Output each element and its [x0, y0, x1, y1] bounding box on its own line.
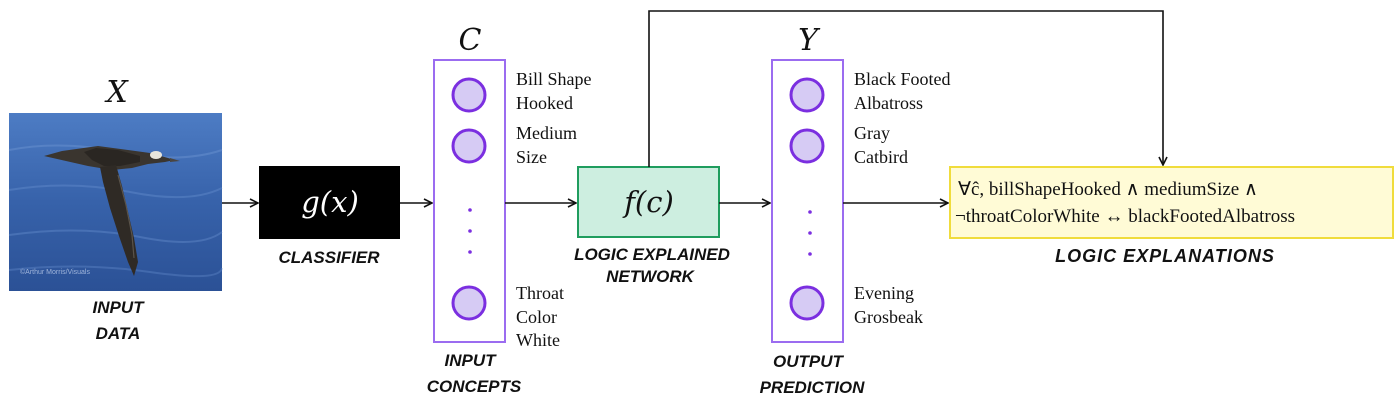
concept-ellipsis-dot [468, 250, 472, 254]
explanation-line2: ¬throatColorWhite ↔ blackFootedAlbatross [955, 206, 1295, 227]
output-ellipsis-dot [808, 210, 812, 214]
classifier-function: g(x) [301, 185, 359, 219]
classifier-caption: CLASSIFIER [278, 248, 380, 267]
len-caption-line2: NETWORK [606, 267, 696, 286]
output-ellipsis-dot [808, 231, 812, 235]
output-label-line: Black Footed [854, 69, 951, 89]
output-node-1 [791, 79, 823, 111]
bird-photo: ©Arthur Morris/Visuals [9, 113, 222, 291]
concept-node-3 [453, 287, 485, 319]
explanation-box [950, 167, 1393, 238]
concepts-caption-line1: INPUT [445, 351, 498, 370]
concept-label-line: Color [516, 307, 557, 327]
concept-label-line: Size [516, 147, 547, 167]
concept-label-line: Bill Shape [516, 69, 592, 89]
len-function: f(c) [622, 185, 674, 219]
concepts-symbol: C [459, 23, 482, 58]
output-label-line: Grosbeak [854, 307, 923, 327]
input-caption-line1: INPUT [93, 298, 146, 317]
concept-ellipsis-dot [468, 229, 472, 233]
input-symbol: X [104, 75, 129, 110]
arrow-len-to-explanations [649, 11, 1163, 167]
output-symbol: Y [798, 23, 821, 58]
explanation-line1: ∀ĉ, billShapeHooked ∧ mediumSize ∧ [958, 179, 1258, 200]
output-node-3 [791, 287, 823, 319]
len-caption-line1: LOGIC EXPLAINED [574, 245, 730, 264]
output-caption-line2: PREDICTION [760, 378, 866, 397]
output-label-line: Evening [854, 283, 914, 303]
concept-ellipsis-dot [468, 208, 472, 212]
concept-node-1 [453, 79, 485, 111]
concept-label-line: Hooked [516, 93, 573, 113]
output-label-line: Gray [854, 123, 890, 143]
concept-label-line: Medium [516, 123, 577, 143]
output-ellipsis-dot [808, 252, 812, 256]
concept-node-2 [453, 130, 485, 162]
concept-label-line: White [516, 330, 560, 350]
concepts-caption-line2: CONCEPTS [427, 377, 522, 396]
output-node-2 [791, 130, 823, 162]
photo-watermark: ©Arthur Morris/Visuals [20, 268, 90, 276]
input-caption-line2: DATA [96, 324, 141, 343]
output-label-line: Catbird [854, 147, 908, 167]
explanation-caption: LOGIC EXPLANATIONS [1055, 246, 1275, 266]
output-caption-line1: OUTPUT [773, 352, 845, 371]
concept-label-line: Throat [516, 283, 564, 303]
output-label-line: Albatross [854, 93, 923, 113]
